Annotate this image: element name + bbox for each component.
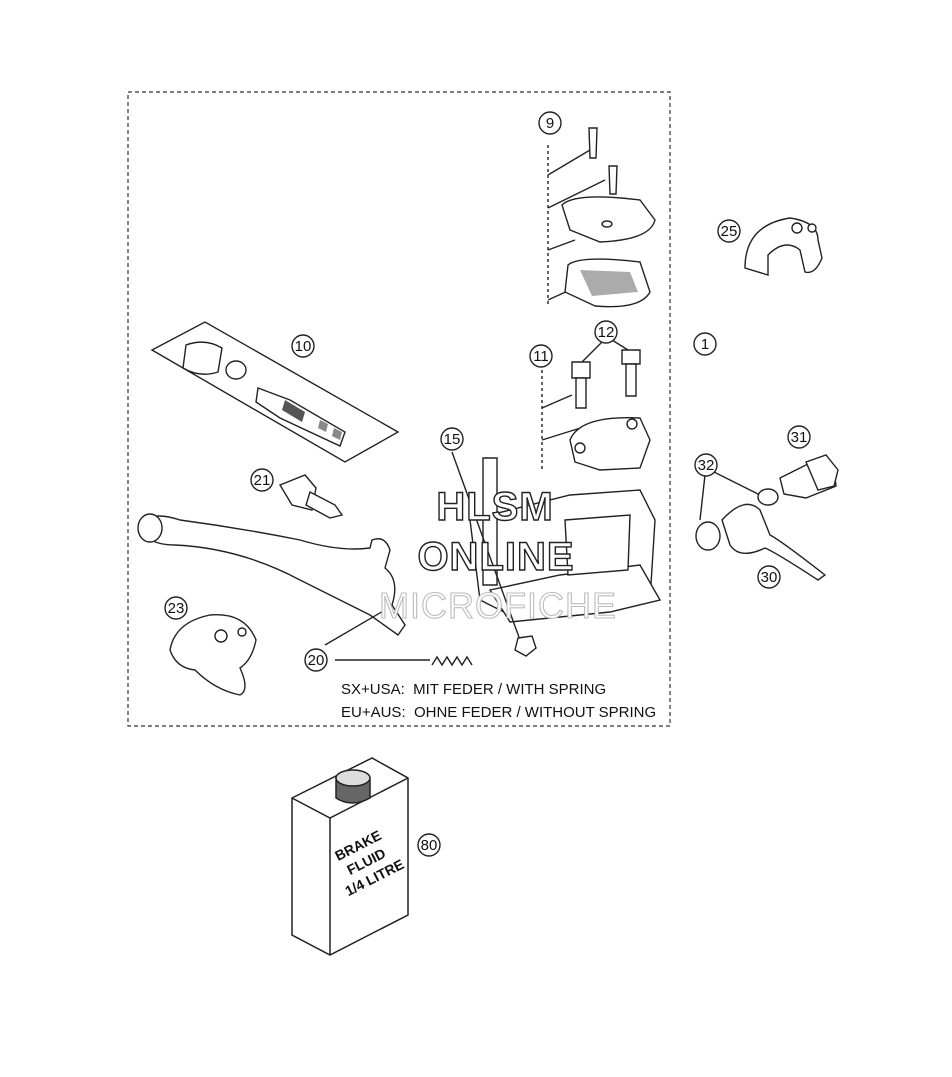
callout-31-circle [787, 425, 811, 449]
brake-lever [137, 513, 406, 636]
callout-32-circle [694, 453, 718, 477]
callout-15: 15 [444, 431, 461, 448]
spring-notes: SX+USA: MIT FEDER / WITH SPRING EU+AUS: … [341, 681, 656, 721]
callout-12: 12 [598, 324, 615, 341]
watermark-line1: HLSM [436, 485, 553, 529]
callout-9: 9 [546, 115, 554, 132]
callout-32: 32 [698, 457, 715, 474]
callout-25: 25 [721, 223, 738, 240]
callout-20: 20 [308, 652, 325, 669]
master-cylinder-body [469, 457, 662, 623]
watermark-line3: MICROFICHE [379, 585, 617, 626]
callout-30-circle [757, 565, 781, 589]
callout-circles [164, 111, 811, 857]
callout-21: 21 [254, 472, 271, 489]
callout-10-circle [291, 334, 315, 358]
part-25-clamp [744, 217, 823, 276]
callout-31: 31 [791, 429, 808, 446]
callout-15-circle [440, 427, 464, 451]
watermark-line2: ONLINE [417, 535, 574, 579]
callout-1: 1 [701, 336, 709, 353]
note-eu-aus: EU+AUS: OHNE FEDER / WITHOUT SPRING [341, 704, 656, 721]
callout-11-circle [529, 344, 553, 368]
part-30-31-32-brake-line [695, 454, 839, 581]
callout-12-circle [594, 320, 618, 344]
part-20-spring [324, 609, 473, 667]
callout-80: 80 [421, 837, 438, 854]
callout-23-circle [164, 596, 188, 620]
callout-20-circle [304, 648, 328, 672]
part-11-12-bolts [541, 339, 651, 471]
callout-25-circle [717, 219, 741, 243]
callout-numbers: 9 25 10 12 11 1 15 31 32 21 30 23 20 80 [168, 115, 808, 854]
part-9-reservoir-cover [547, 127, 656, 308]
note-sx-usa: SX+USA: MIT FEDER / WITH SPRING [341, 681, 606, 698]
callout-9-circle [538, 111, 562, 135]
callout-11: 11 [533, 348, 549, 365]
callout-23: 23 [168, 600, 185, 617]
callout-10: 10 [295, 338, 312, 355]
part-21-adjuster [278, 474, 344, 519]
part-80-brake-fluid-can [291, 757, 409, 956]
callout-80-circle [417, 833, 441, 857]
part-23-cover [169, 614, 257, 696]
watermark: HLSM ONLINE MICROFICHE [378, 484, 617, 626]
part-15-nut [451, 451, 537, 657]
callout-1-circle [693, 332, 717, 356]
callout-30: 30 [761, 569, 778, 586]
part-10-piston-kit [150, 321, 400, 463]
callout-21-circle [250, 468, 274, 492]
